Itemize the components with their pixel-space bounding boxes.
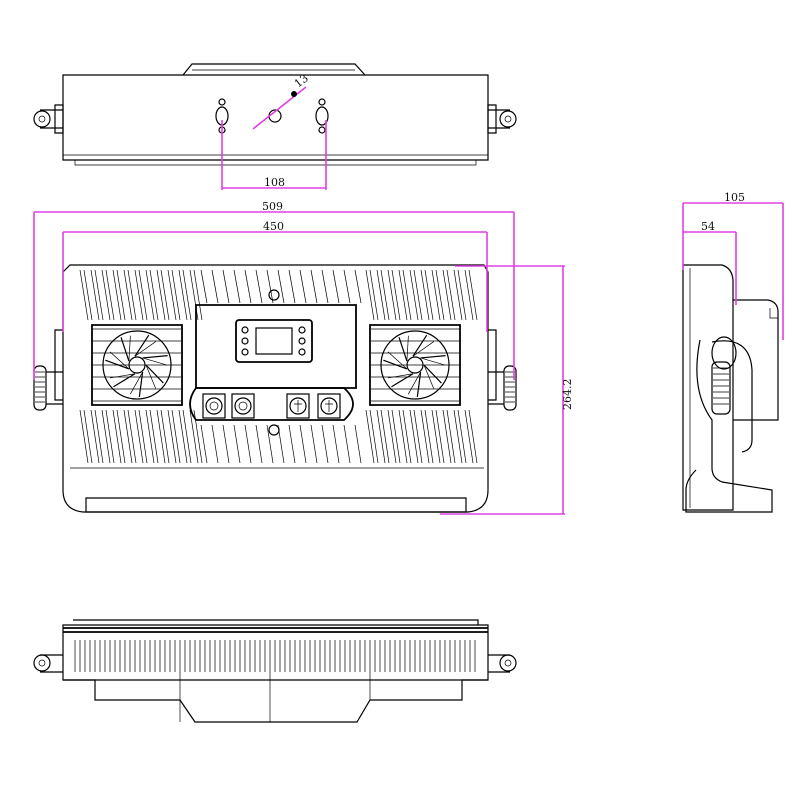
dmx-out-connector — [317, 393, 341, 419]
right-handle — [488, 365, 517, 411]
dmx-in-connector — [286, 393, 310, 419]
side-depth-dimension: 105 — [682, 191, 784, 340]
overall-width-label: 509 — [262, 200, 283, 213]
display-screen — [235, 319, 313, 363]
connector-panel — [189, 387, 354, 421]
heatsink-fins-bottom — [79, 409, 478, 464]
top-view — [33, 63, 517, 166]
left-handle — [33, 365, 63, 411]
front-view — [33, 264, 517, 513]
right-fan — [369, 324, 461, 406]
side-depth-label: 105 — [724, 191, 745, 204]
heatsink-fins-top — [79, 269, 478, 321]
body-width-dimension: 450 — [62, 220, 488, 332]
hole-spacing-label: 108 — [264, 176, 285, 189]
side-handle — [711, 361, 731, 415]
power-out-connector — [231, 393, 255, 419]
control-panel — [195, 304, 357, 389]
bottom-view — [33, 619, 517, 723]
side-view — [682, 264, 779, 513]
left-fan — [91, 324, 183, 406]
hole-diameter-dimension: 13 — [252, 72, 311, 130]
height-label: 264.2 — [561, 379, 574, 411]
height-dimension: 264.2 — [440, 265, 574, 515]
body-width-label: 450 — [263, 220, 284, 233]
power-in-connector — [202, 393, 226, 419]
heatsink-fins-side — [74, 640, 476, 672]
hole-diameter-label: 13 — [292, 72, 311, 91]
side-offset-dimension: 54 — [683, 220, 737, 305]
side-offset-label: 54 — [701, 220, 715, 233]
hole-spacing-dimension: 108 — [221, 120, 327, 190]
overall-width-dimension: 509 — [33, 200, 515, 380]
